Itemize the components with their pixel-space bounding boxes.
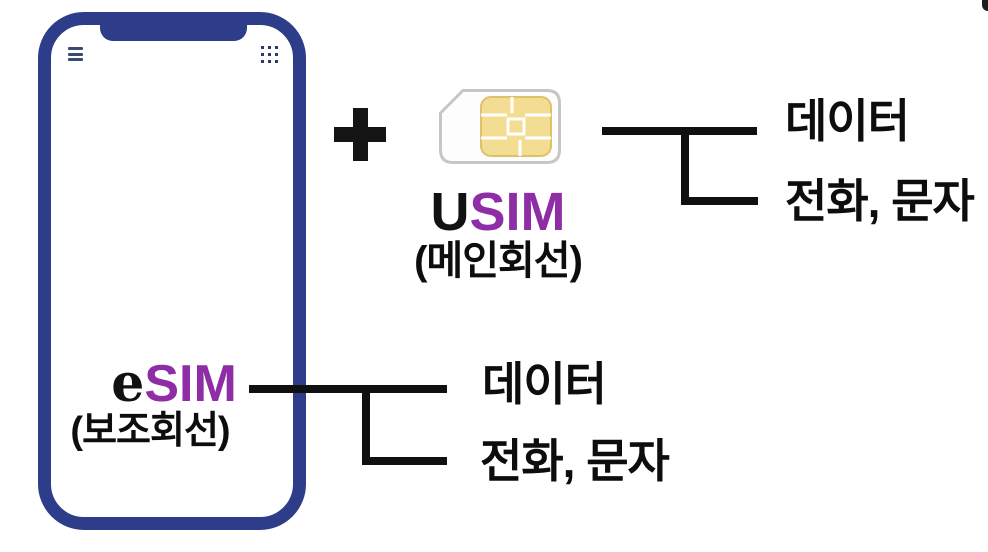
esim-label-rest: SIM bbox=[144, 355, 237, 413]
esim-bracket-bottom-line bbox=[362, 457, 447, 465]
usim-output-data: 데이터 bbox=[785, 95, 910, 147]
esim-output-data: 데이터 bbox=[482, 358, 607, 410]
usim-label-rest: SIM bbox=[469, 182, 566, 242]
sim-chip-icon bbox=[480, 96, 552, 157]
usim-bracket-top-line bbox=[602, 127, 757, 135]
sim-card-icon bbox=[439, 89, 561, 164]
usim-label: USIM bbox=[398, 185, 598, 239]
hamburger-bar bbox=[68, 58, 83, 61]
esim-bracket-top-line bbox=[249, 385, 447, 393]
esim-output-call-text: 전화, 문자 bbox=[480, 435, 670, 487]
esim-label: eSIM bbox=[74, 355, 274, 413]
esim-label-prefix: e bbox=[111, 353, 145, 414]
usim-bracket-bottom-line bbox=[681, 197, 758, 205]
esim-bracket-vertical-line bbox=[362, 385, 370, 465]
hamburger-bar bbox=[68, 47, 83, 50]
hamburger-bar bbox=[68, 52, 83, 56]
hamburger-icon bbox=[68, 47, 83, 64]
grid-dots-icon bbox=[261, 46, 278, 63]
phone-notch bbox=[100, 21, 247, 41]
usim-output-call-text: 전화, 문자 bbox=[785, 175, 975, 227]
esim-subtitle: (보조회선) bbox=[70, 410, 230, 452]
usim-label-prefix: U bbox=[430, 182, 470, 242]
phone-outline bbox=[38, 12, 306, 530]
usim-subtitle: (메인회선) bbox=[414, 239, 583, 283]
usim-bracket-vertical-line bbox=[681, 127, 689, 205]
corner-artifact bbox=[982, 0, 988, 11]
